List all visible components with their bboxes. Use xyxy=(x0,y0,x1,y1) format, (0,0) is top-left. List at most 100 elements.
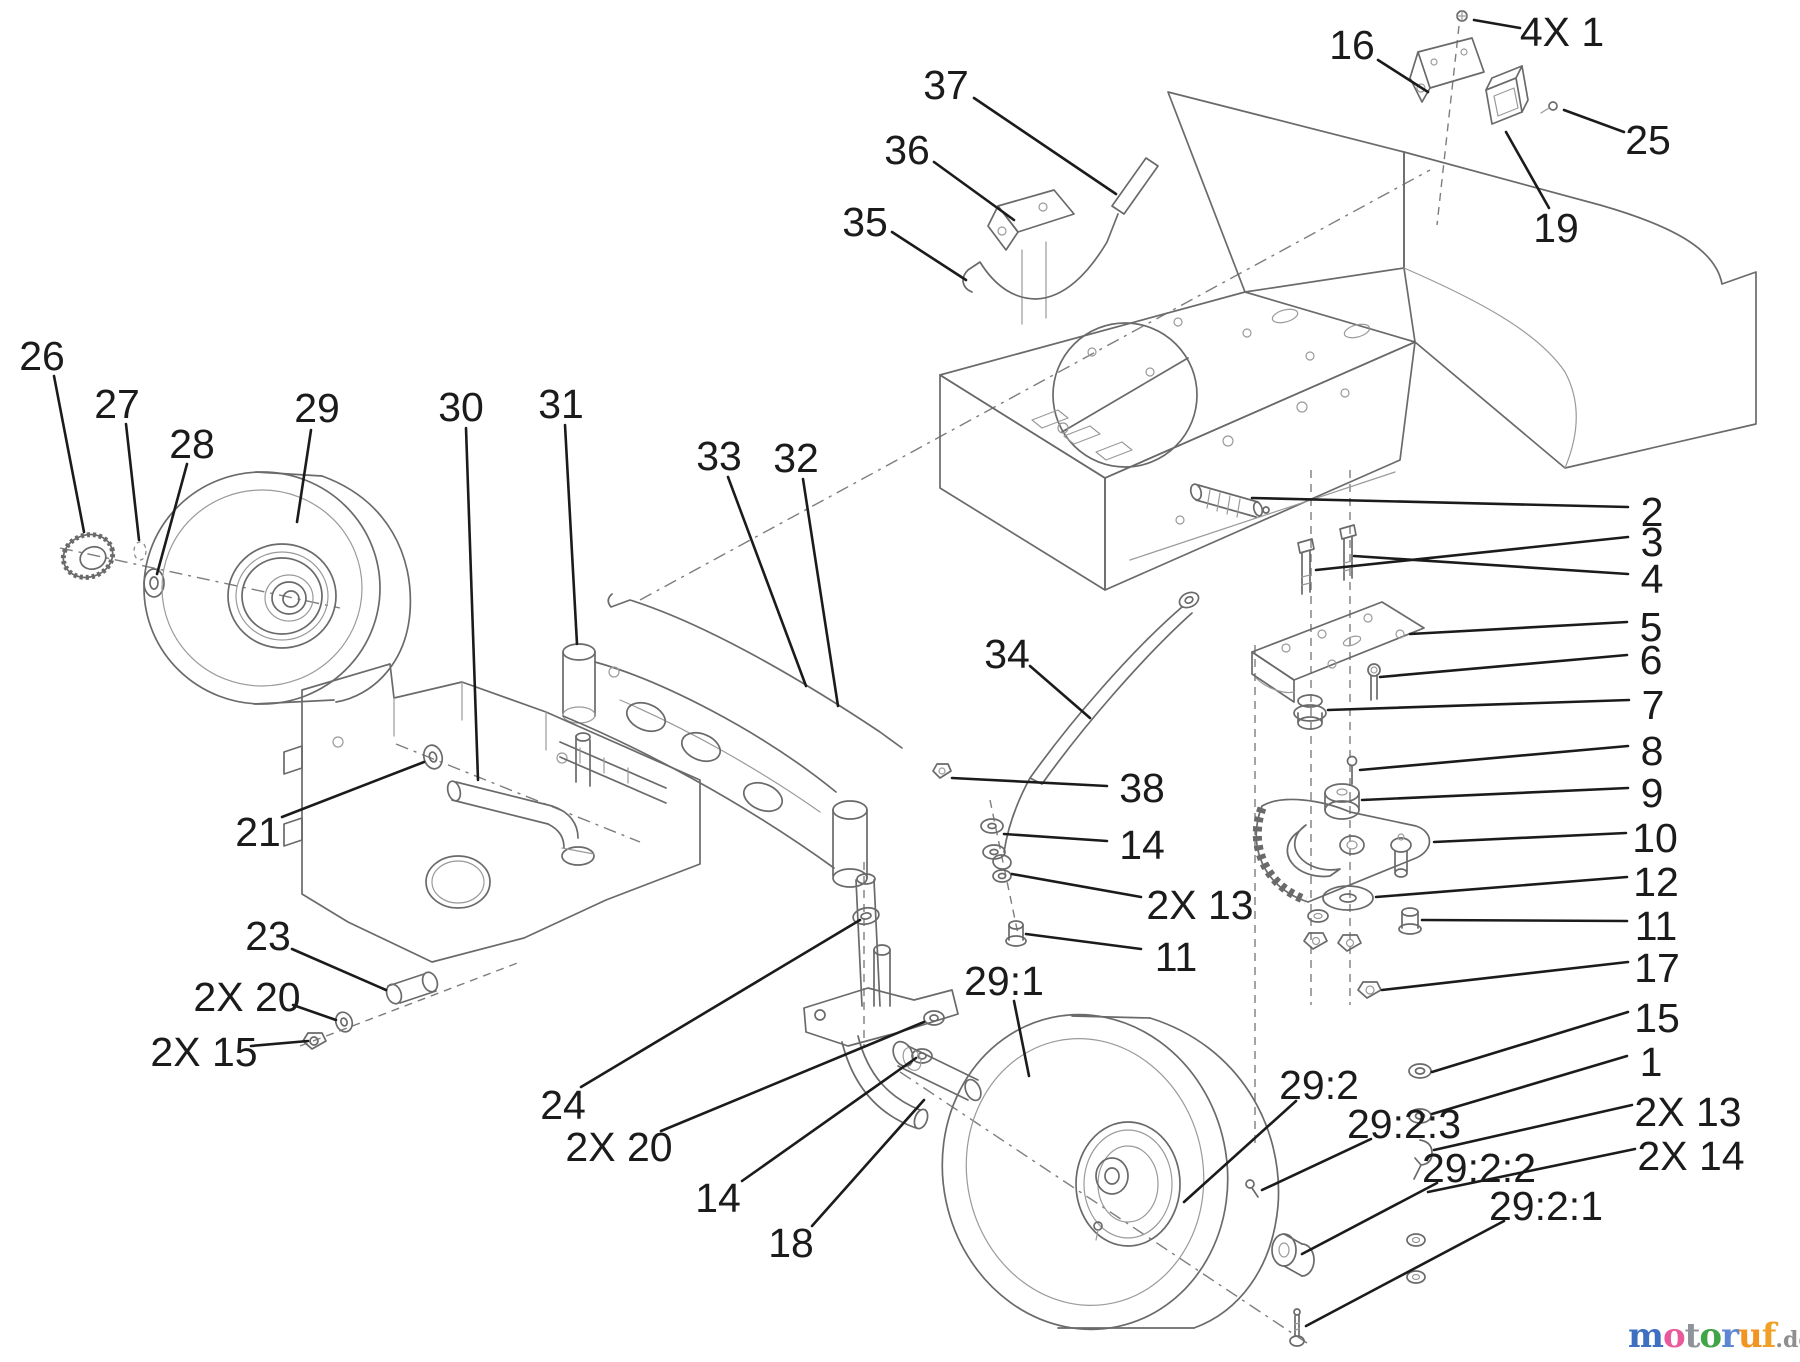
watermark-letter: u xyxy=(1738,1316,1763,1356)
part-callout-35: 35 xyxy=(842,199,888,245)
callout-leader-29:2:2 xyxy=(1300,1181,1439,1256)
callout-leader-6 xyxy=(1378,653,1629,679)
callout-leader-29:1 xyxy=(1012,999,1031,1078)
hub-cap-and-washers xyxy=(60,532,165,598)
watermark-letter: m xyxy=(1628,1316,1664,1356)
callout-leader-12 xyxy=(1374,875,1629,899)
construction-lines xyxy=(59,25,1460,1346)
watermark-letter: t xyxy=(1684,1316,1701,1356)
part-callout-29:2:1: 29:2:1 xyxy=(1489,1183,1603,1229)
callout-leader-8 xyxy=(1358,744,1630,772)
part-callout-17: 17 xyxy=(1634,945,1680,991)
part-callout-9: 9 xyxy=(1641,770,1664,816)
callout-leader-2X-20 xyxy=(659,1020,926,1133)
part-callout-2X-13: 2X 13 xyxy=(1634,1089,1741,1135)
part-callout-4: 4 xyxy=(1641,556,1664,602)
watermark-logo: motoruf.de xyxy=(1628,1316,1800,1356)
part-callout-2: 2 xyxy=(1641,489,1664,535)
part-callout-29:1: 29:1 xyxy=(964,958,1044,1004)
front-axle-assembly xyxy=(562,593,903,1007)
callout-leader-18 xyxy=(810,1098,926,1228)
watermark-letter: o xyxy=(1699,1316,1722,1356)
callout-leader-29 xyxy=(295,428,313,524)
callout-leader-29:2:1 xyxy=(1304,1219,1506,1328)
callout-leader-21 xyxy=(280,760,426,819)
callout-leader-23 xyxy=(290,947,388,992)
spacer-washer-nut xyxy=(302,971,439,1050)
part-callout-27: 27 xyxy=(94,381,140,427)
part-callout-11: 11 xyxy=(1635,903,1678,949)
callout-leader-14 xyxy=(740,1056,918,1183)
callout-leader-2X-14 xyxy=(1426,1147,1637,1194)
part-callout-10: 10 xyxy=(1632,815,1678,861)
part-callout-37: 37 xyxy=(923,62,969,108)
callout-leader-2X-15 xyxy=(249,1039,310,1048)
callout-leader-11 xyxy=(1420,918,1629,923)
part-callout-14: 14 xyxy=(1119,822,1165,868)
part-callout-19: 19 xyxy=(1533,205,1579,251)
callout-leader-27 xyxy=(124,422,141,542)
callout-leader-2X-13 xyxy=(1432,1103,1634,1152)
callout-leader-30 xyxy=(464,426,480,782)
part-callout-36: 36 xyxy=(884,127,930,173)
part-callout-29:2:3: 29:2:3 xyxy=(1347,1101,1461,1147)
callout-leader-35 xyxy=(890,230,968,282)
callout-leader-1 xyxy=(1430,1054,1629,1116)
part-callout-2X-14: 2X 14 xyxy=(1637,1133,1744,1179)
watermark-suffix: .de xyxy=(1775,1327,1800,1353)
part-callout-25: 25 xyxy=(1625,117,1671,163)
part-callout-18: 18 xyxy=(768,1220,814,1266)
callout-leader-2 xyxy=(1250,496,1630,509)
part-callout-21: 21 xyxy=(235,809,281,855)
callout-leader-2X-13 xyxy=(1010,872,1143,899)
part-callout-32: 32 xyxy=(773,435,819,481)
watermark-letter: f xyxy=(1761,1316,1777,1356)
callout-leader-26 xyxy=(52,374,86,534)
part-callout-2X-13: 2X 13 xyxy=(1146,882,1253,928)
part-callout-29:2:2: 29:2:2 xyxy=(1422,1145,1536,1191)
part-callout-16: 16 xyxy=(1329,22,1375,68)
part-callout-23: 23 xyxy=(245,913,291,959)
watermark-letter: o xyxy=(1662,1316,1686,1356)
part-callout-8: 8 xyxy=(1641,728,1664,774)
front-wheel-lower xyxy=(941,1013,1315,1347)
part-callout-33: 33 xyxy=(696,433,742,479)
part-callout-26: 26 xyxy=(19,333,65,379)
part-callout-15: 15 xyxy=(1634,995,1680,1041)
callout-leader-29:2 xyxy=(1182,1099,1298,1204)
part-callout-38: 38 xyxy=(1119,765,1165,811)
mount-bracket-and-module xyxy=(1409,10,1558,125)
callout-leader-28 xyxy=(155,462,189,576)
watermark-letter: r xyxy=(1721,1316,1739,1356)
callout-leader-32 xyxy=(801,477,840,708)
part-callout-4X-1: 4X 1 xyxy=(1520,9,1604,55)
callout-leader-4X-1 xyxy=(1472,18,1522,30)
part-callout-7: 7 xyxy=(1642,682,1665,728)
callout-leader-14 xyxy=(1002,832,1109,843)
part-callout-2X-20: 2X 20 xyxy=(565,1124,672,1170)
console-bracket xyxy=(283,663,701,963)
callout-leader-36 xyxy=(932,160,1016,222)
callout-leader-3 xyxy=(1314,535,1630,572)
steering-column-stack xyxy=(1251,524,1433,1284)
callout-leader-10 xyxy=(1432,831,1628,844)
callout-leader-31 xyxy=(563,423,579,646)
tie-rod-and-fasteners xyxy=(932,591,1200,947)
part-callout-2X-20: 2X 20 xyxy=(193,974,300,1020)
front-wheel-left xyxy=(143,471,412,705)
callout-leader-29:2:3 xyxy=(1260,1137,1373,1192)
callout-leader-5 xyxy=(1408,620,1629,636)
callout-leader-16 xyxy=(1376,58,1430,94)
callout-leader-7 xyxy=(1326,698,1631,712)
part-callout-5: 5 xyxy=(1640,604,1663,650)
callout-leader-4 xyxy=(1352,554,1630,576)
callout-leader-25 xyxy=(1562,108,1626,134)
part-callout-3: 3 xyxy=(1641,519,1664,565)
part-callout-12: 12 xyxy=(1633,859,1679,905)
part-callout-1: 1 xyxy=(1640,1039,1663,1085)
part-callout-6: 6 xyxy=(1640,637,1663,683)
spindle-and-washer xyxy=(422,732,595,866)
